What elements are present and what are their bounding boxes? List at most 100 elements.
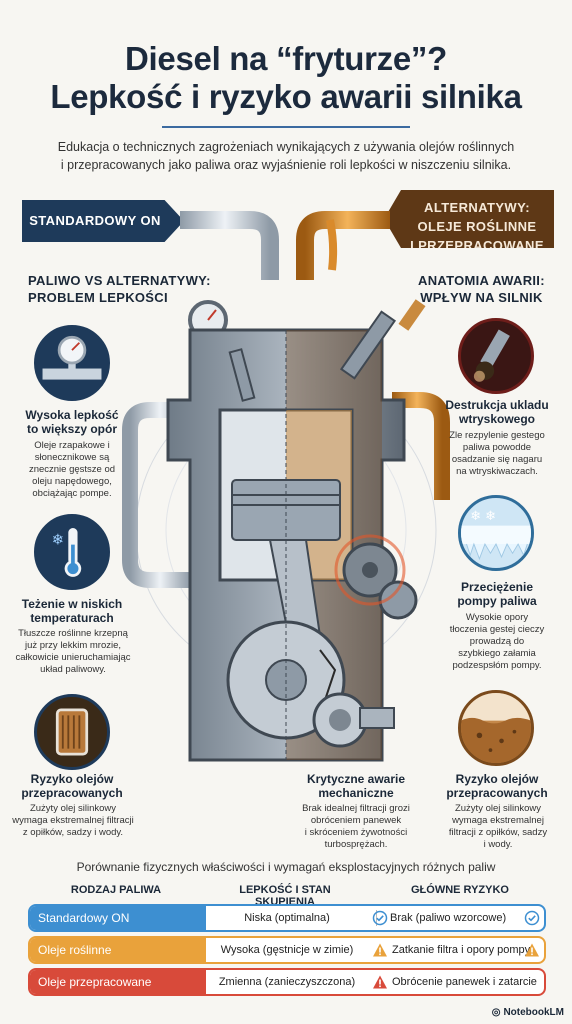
alternatives-banner: ALTERNATYWY: OLEJE ROŚLINNE I PRZEPRACOW… <box>384 190 554 248</box>
viscosity-cell: Wysoka (gęstnicje w zimie) <box>220 944 354 956</box>
injector-right <box>339 299 426 380</box>
fuel-pipe-right <box>296 211 390 280</box>
danger-icon <box>373 975 387 989</box>
right-item-3-title: Ryzyko olejów przepracowanych <box>430 772 564 800</box>
check-circle-icon <box>524 910 540 926</box>
right-item-2-text-line: szybkiego załamia <box>458 648 536 659</box>
left-item-2-text-line: układ paliwowy. <box>40 664 106 675</box>
brand-logo-icon: ◎ <box>491 1007 501 1018</box>
left-item-2-title-line-2: temperaturach <box>30 611 114 625</box>
right-item-2-title-line-2: pompy paliwa <box>457 594 537 608</box>
table-row: Standardowy ON Niska (optimalna) Brak (p… <box>28 904 546 932</box>
fuel-name-cell: Oleje przepracowane <box>30 970 206 994</box>
right-item-3-text-line: wymaga ekstremalnej <box>452 815 544 826</box>
injector-left <box>228 348 256 402</box>
left-item-1-text-line: oleju napędowego, <box>32 476 112 487</box>
left-item-3-title: Ryzyko olejów przepracowanych <box>10 772 134 800</box>
right-item-2-text-line: podzespsłóm pompy. <box>452 660 542 671</box>
right-item-2-text-line: tłoczenia gestej cieczy <box>449 624 545 635</box>
right-item-1-title-line-1: Destrukcja ukladu <box>445 398 549 412</box>
clogged-injector-icon <box>458 318 534 394</box>
center-callout-text-line: turbosprężach. <box>324 839 388 850</box>
subtitle-line-1: Edukacja o technicznych zagrożeniach wyn… <box>57 140 515 154</box>
right-item-2-text-line: prowadzą do <box>469 636 525 647</box>
right-item-3-title-line-1: Ryzyko olejów <box>455 772 539 786</box>
alternatives-banner-line-1: ALTERNATYWY: <box>424 200 530 215</box>
column-header-risk: GŁÓWNE RYZYKO <box>411 884 509 896</box>
right-item-1-text-line: osadzanie się nagaru <box>451 454 543 465</box>
oil-filter-icon <box>34 694 110 770</box>
left-heading-line-2: PROBLEM LEPKOŚCI <box>28 290 168 305</box>
alternatives-banner-line-2: OLEJE ROŚLINNE <box>417 219 537 234</box>
left-section-heading: PALIWO VS ALTERNATYWY: PROBLEM LEPKOŚCI <box>28 272 211 306</box>
right-item-3-title-line-2: przepracowanych <box>446 786 548 800</box>
subtitle: Edukacja o technicznych zagrożeniach wyn… <box>40 138 532 174</box>
left-item-1-title-line-2: to większy opór <box>26 422 118 436</box>
right-item-3-text-line: i wody. <box>483 839 513 850</box>
svg-text:❄ ❄: ❄ ❄ <box>470 509 496 524</box>
left-item-3-text: Zużyty olej silinkowy wymaga ekstremalne… <box>8 803 138 839</box>
left-heading-line-1: PALIWO VS ALTERNATYWY: <box>28 273 211 288</box>
center-callout-text-line: Brak idealnej filtracji grozi <box>302 803 410 814</box>
fuel-pipe-left <box>180 211 279 280</box>
left-item-3-title-line-2: przepracowanych <box>21 786 123 800</box>
right-item-1-text-line: Zle rezpylenie gestego <box>449 430 545 441</box>
left-item-2-text-line: Tłuszcze roślinne krzepną <box>18 628 128 639</box>
left-item-2-title: Teżenie w niskich temperaturach <box>10 597 134 625</box>
comparison-caption: Porównanie fizycznych właściwości i wyma… <box>76 860 496 874</box>
table-row: Oleje roślinne Wysoka (gęstnicje w zimie… <box>28 936 546 964</box>
risk-cell: Brak (paliwo wzorcowe) <box>390 912 507 924</box>
piston <box>231 479 341 541</box>
title-divider <box>162 126 410 128</box>
brand-watermark: ◎ NotebookLM <box>492 1007 564 1018</box>
left-item-1-text-line: obciążając pompe. <box>32 488 112 499</box>
left-item-2-text: Tłuszcze roślinne krzepną już przy lekki… <box>8 628 138 676</box>
left-item-1-text-line: Oleje rzapakowe i <box>34 440 110 451</box>
viscosity-cell: Zmienna (zanieczyszczona) <box>218 976 356 988</box>
right-item-2-text-line: Wysokie opory <box>465 612 529 623</box>
right-item-2-text: Wysokie opory tłoczenia gestej cieczy pr… <box>440 612 554 672</box>
fuel-name-cell: Standardowy ON <box>30 906 206 930</box>
warning-icon <box>525 943 539 957</box>
right-heading-line-1: ANATOMIA AWARII: <box>418 273 545 288</box>
viscosity-cell: Niska (optimalna) <box>244 912 330 924</box>
left-item-2-title-line-1: Teżenie w niskich <box>21 597 123 611</box>
svg-text:❄: ❄ <box>52 532 64 549</box>
center-callout-text: Brak idealnej filtracji grozi obróceniem… <box>286 803 426 851</box>
right-item-1-title: Destrukcja ukladu wtryskowego <box>430 398 564 426</box>
right-item-2-title-line-1: Przeciężenie <box>460 580 534 594</box>
pressure-gauge-icon <box>34 325 110 401</box>
title-line-2: Lepkość i ryzyko awarii silnika <box>50 78 522 115</box>
sludge-icon <box>458 690 534 766</box>
fuel-name-cell: Oleje roślinne <box>30 938 206 962</box>
center-callout-title: Krytyczne awarie mechaniczne <box>286 772 426 800</box>
left-item-3-title-line-1: Ryzyko olejów <box>30 772 114 786</box>
left-item-1-title-line-1: Wysoka lepkość <box>25 408 119 422</box>
subtitle-line-2: i przepracowanych jako paliwa oraz wyjaś… <box>60 158 512 172</box>
page-title: Diesel na “fryturze”? Lepkość i ryzyko a… <box>0 40 572 116</box>
brand-name: NotebookLM <box>503 1007 564 1018</box>
turbocharger <box>312 692 395 748</box>
right-item-3-text: Zużyty olej silinkowy wymaga ekstremalne… <box>436 803 560 851</box>
right-item-2-title: Przeciężenie pompy paliwa <box>430 580 564 608</box>
column-header-fuel: RODZAJ PALIWA <box>70 884 162 896</box>
engine-cutaway-illustration <box>122 211 450 762</box>
right-heading-line-2: WPŁYW NA SILNIK <box>420 290 543 305</box>
left-item-1-text-line: słonecznikowe są <box>34 452 110 463</box>
left-item-2-text-line: już przy lekkim mrozie, <box>24 640 122 651</box>
left-item-1-text-line: znecznie gęstsze od <box>28 464 116 475</box>
left-item-3-text-line: Zużyty olej silinkowy <box>29 803 117 814</box>
right-item-1-title-line-2: wtryskowego <box>458 412 536 426</box>
right-item-3-text-line: filtracji z opiłków, sadzy <box>448 827 548 838</box>
standard-fuel-banner: STANDARDOWY ON <box>22 200 184 242</box>
right-item-1-text-line: paliwa powodde <box>462 442 532 453</box>
right-item-1-text-line: na wtryskiwaczach. <box>456 466 538 477</box>
risk-cell: Obrócenie panewek i zatarcie <box>392 976 537 988</box>
warning-icon <box>373 943 387 957</box>
right-item-3-text-line: Zużyty olej silinkowy <box>454 803 542 814</box>
table-row: Oleje przepracowane Zmienna (zanieczyszc… <box>28 968 546 996</box>
left-item-1-text: Oleje rzapakowe i słonecznikowe są znecz… <box>20 440 124 500</box>
left-item-2-text-line: całkowicie unieruchamiając <box>15 652 131 663</box>
title-line-1: Diesel na “fryturze”? <box>125 40 447 77</box>
check-circle-icon <box>372 910 388 926</box>
